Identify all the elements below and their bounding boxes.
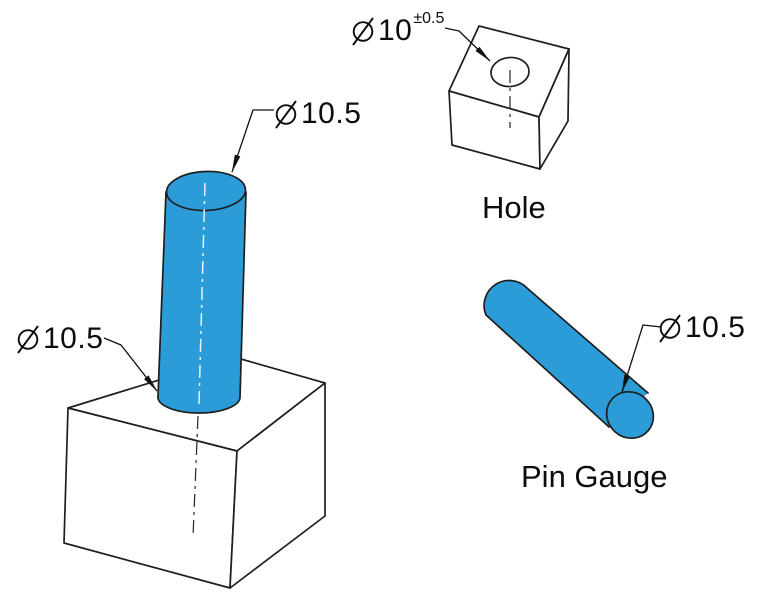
pin-in-block-assembly: [63, 170, 326, 589]
hole-block: [448, 25, 570, 170]
pin-gauge-end-face: [605, 390, 655, 440]
leader-pin-gauge-dim: [621, 324, 662, 393]
pin-gauge-outline: [483, 279, 649, 428]
hole-dim-tolerance: ±0.5: [413, 10, 445, 27]
dim-label-pin-top: 10.5: [274, 99, 361, 130]
hole-block-right-face: [538, 48, 570, 170]
pin-body: [157, 192, 246, 414]
pin-top-dim-value: 10.5: [301, 97, 362, 130]
pin-centerline-upper: [198, 182, 206, 405]
diameter-icon: [275, 100, 297, 129]
leader-hole-dim: [444, 27, 491, 62]
leader-pin-side-dim: [103, 337, 158, 392]
pin-body-outline: [157, 191, 247, 414]
pin-gauge-part: [483, 279, 655, 440]
diameter-icon: [659, 314, 681, 343]
pin-side-dim-value: 10.5: [43, 322, 104, 355]
pin-gauge-dim-value: 10.5: [685, 311, 746, 344]
pin-centerline-lower: [192, 415, 199, 538]
hole-caption: Hole: [482, 190, 546, 225]
leader-pin-top-dim: [231, 109, 274, 173]
pin-top-face: [165, 170, 247, 212]
dim-label-pin-gauge: 10.5: [658, 313, 745, 344]
diameter-icon: [352, 17, 374, 46]
block-right-face: [229, 382, 326, 589]
leader-lines: [103, 27, 662, 393]
dim-label-pin-side: 10.5: [16, 324, 103, 355]
hole-dim-value: 10: [378, 14, 413, 47]
pin-gauge-body: [484, 280, 648, 427]
pin-gauge-caption: Pin Gauge: [521, 459, 668, 494]
dim-label-hole: 10 ±0.5: [351, 11, 444, 47]
diameter-icon: [17, 325, 39, 354]
